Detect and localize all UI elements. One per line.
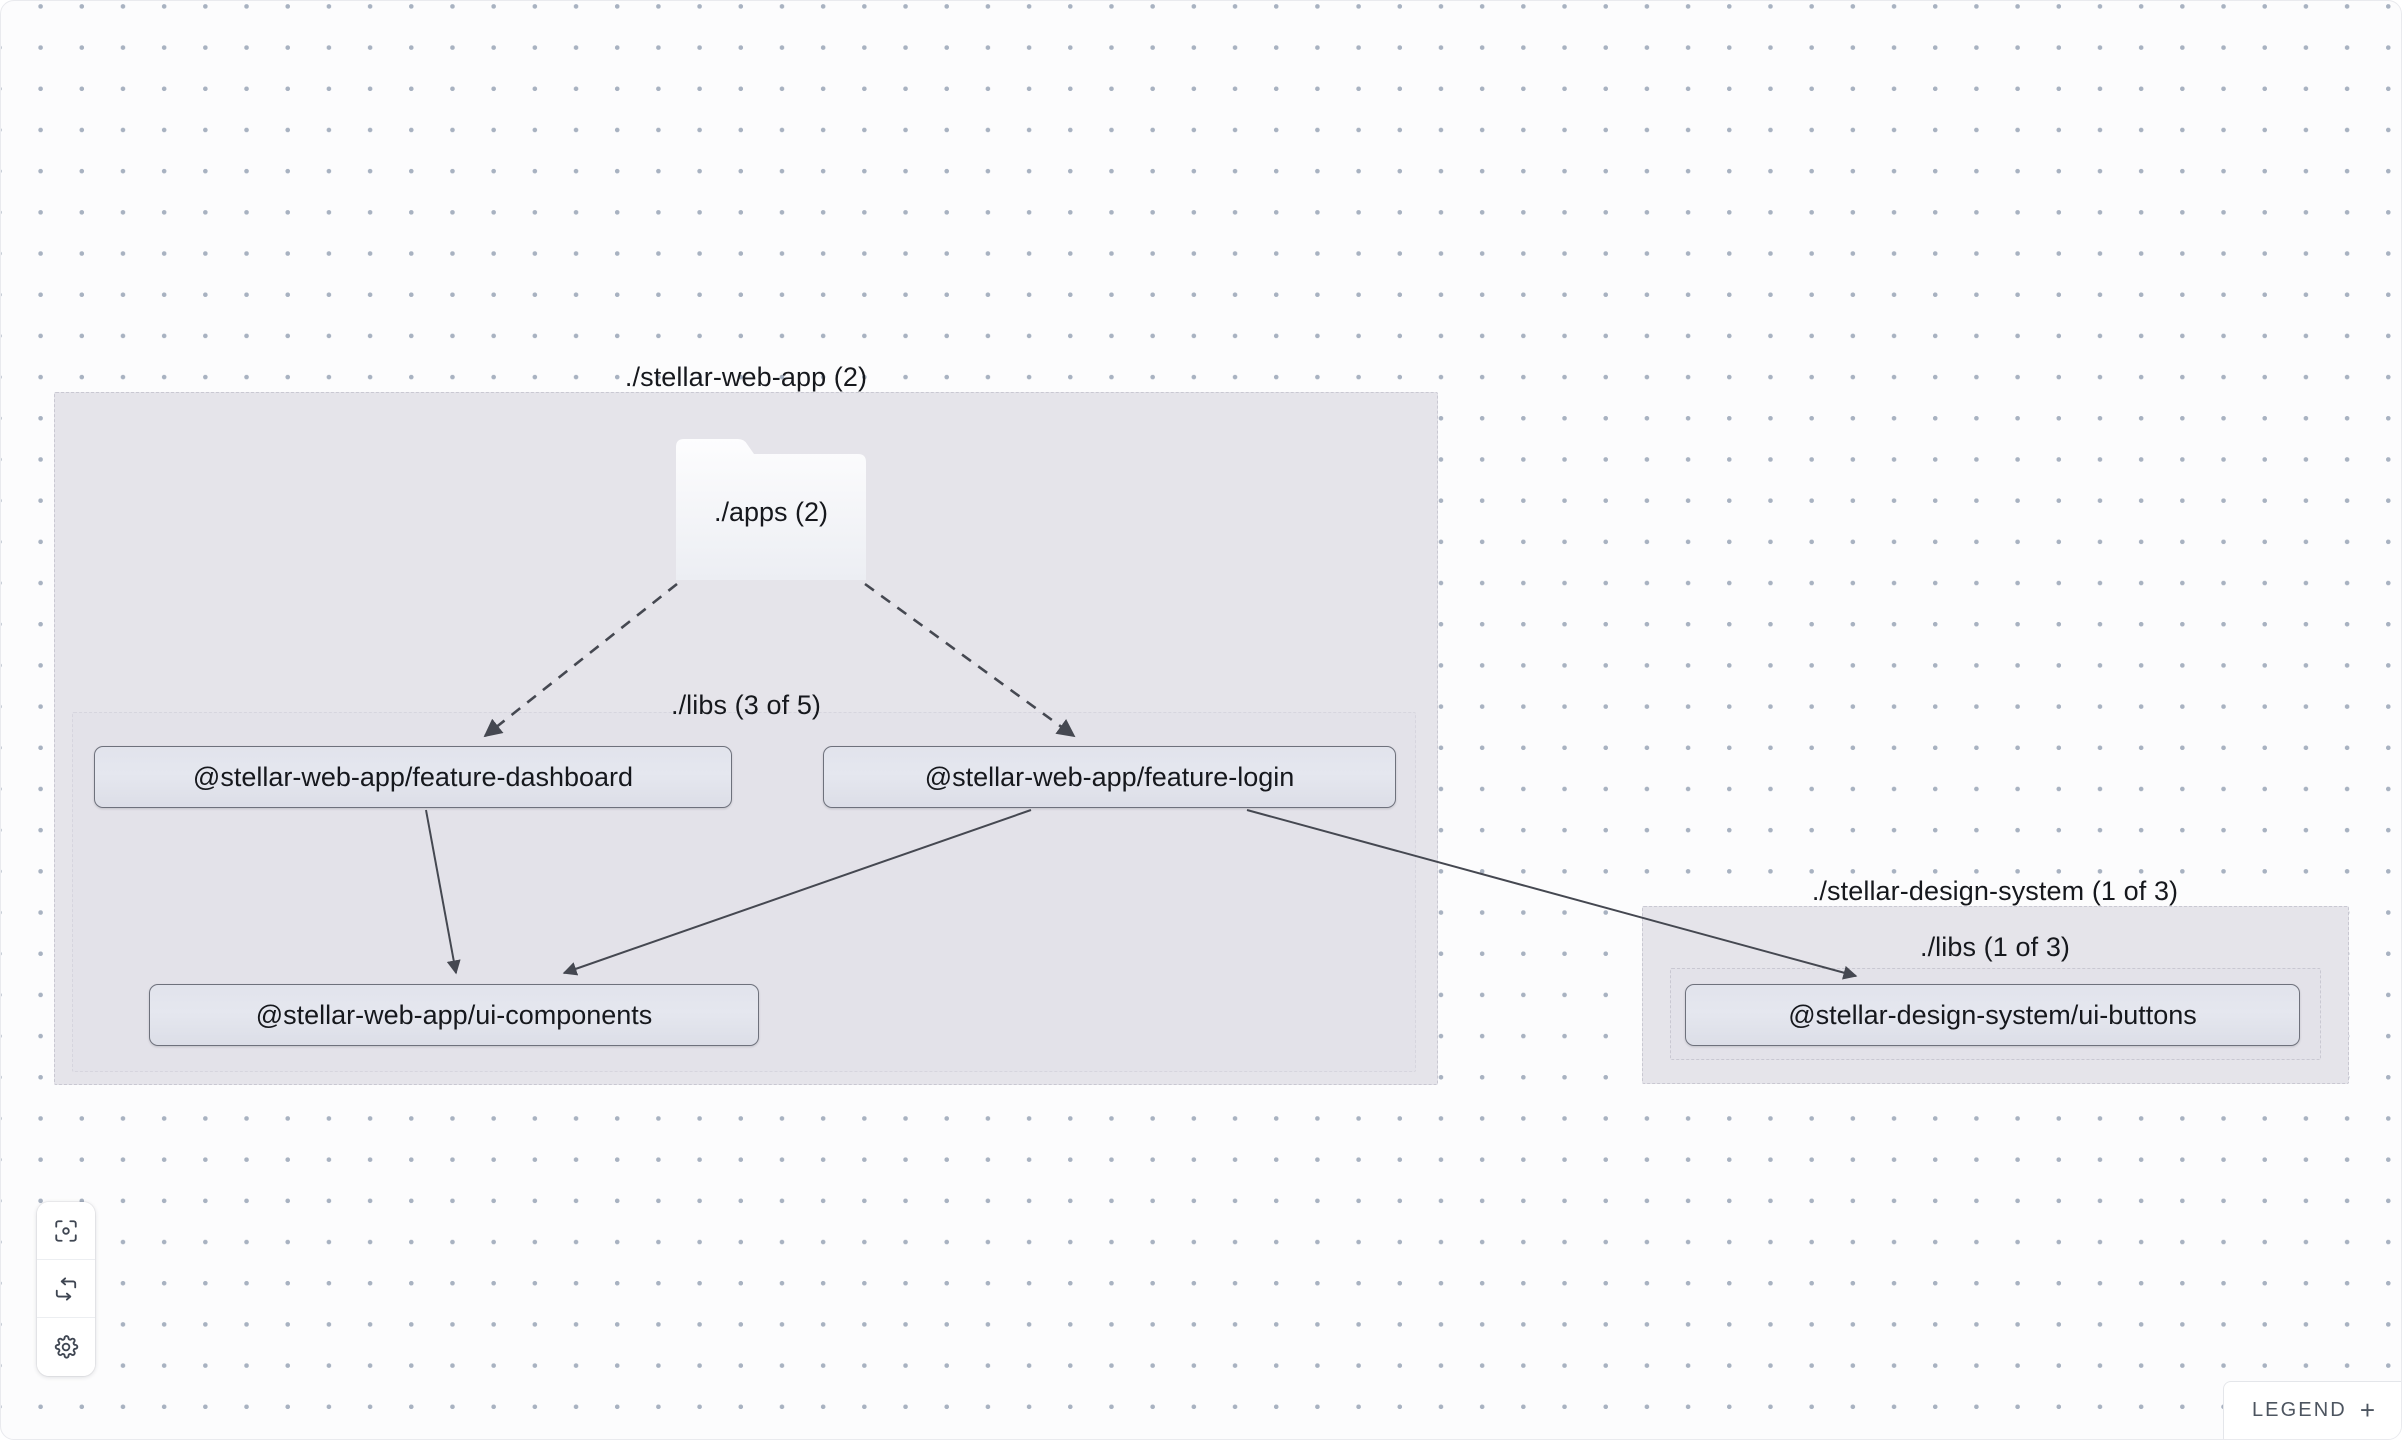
gear-icon: [53, 1334, 79, 1360]
project-node-feature-dashboard[interactable]: @stellar-web-app/feature-dashboard: [94, 746, 732, 808]
folder-icon-shape: [676, 439, 866, 580]
project-node-label: @stellar-web-app/feature-dashboard: [192, 761, 634, 792]
group-title-stellar-web-app-libs: ./libs (3 of 5): [670, 690, 822, 720]
refresh-graph-button[interactable]: [37, 1260, 95, 1318]
canvas-controls: [37, 1202, 95, 1376]
group-title-stellar-design-system: ./stellar-design-system (1 of 3): [1811, 876, 2179, 906]
plus-icon: +: [2359, 1395, 2375, 1426]
folder-node-label: ./apps (2): [713, 497, 829, 527]
folder-node-apps[interactable]: ./apps (2): [672, 435, 870, 584]
group-title-stellar-web-app: ./stellar-web-app (2): [624, 362, 868, 392]
graph-settings-button[interactable]: [37, 1318, 95, 1376]
project-node-ui-buttons[interactable]: @stellar-design-system/ui-buttons: [1685, 984, 2300, 1046]
refresh-icon: [53, 1276, 79, 1302]
project-node-label: @stellar-design-system/ui-buttons: [1788, 999, 2197, 1030]
legend-toggle[interactable]: LEGEND +: [2222, 1381, 2401, 1439]
group-title-stellar-design-system-libs: ./libs (1 of 3): [1919, 932, 2071, 962]
legend-label: LEGEND: [2251, 1399, 2347, 1421]
project-node-label: @stellar-web-app/feature-login: [924, 761, 1295, 792]
project-node-label: @stellar-web-app/ui-components: [255, 999, 653, 1030]
project-node-ui-components[interactable]: @stellar-web-app/ui-components: [149, 984, 759, 1046]
focus-target-icon: [53, 1218, 79, 1244]
project-node-feature-login[interactable]: @stellar-web-app/feature-login: [823, 746, 1396, 808]
focus-graph-button[interactable]: [37, 1202, 95, 1260]
